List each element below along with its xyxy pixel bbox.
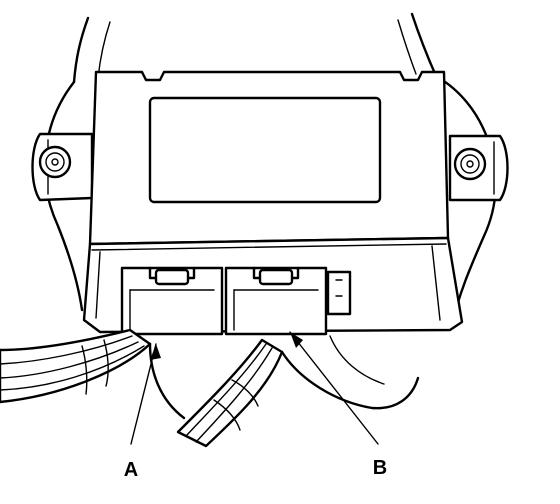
wire-harness-a: [0, 328, 152, 404]
connector-b: [224, 266, 328, 336]
connector-latch-tab: [326, 270, 352, 316]
callout-label-b: B: [373, 457, 387, 479]
callout-label-a: A: [124, 459, 138, 481]
lower-housing: [148, 335, 420, 420]
right-bolt-icon: [453, 147, 487, 181]
left-bolt-icon: [38, 145, 72, 179]
leader-line-a: [130, 343, 161, 445]
wire-harness-b: [176, 338, 284, 448]
leader-line-b: [289, 331, 379, 445]
connector-a: [120, 266, 224, 336]
